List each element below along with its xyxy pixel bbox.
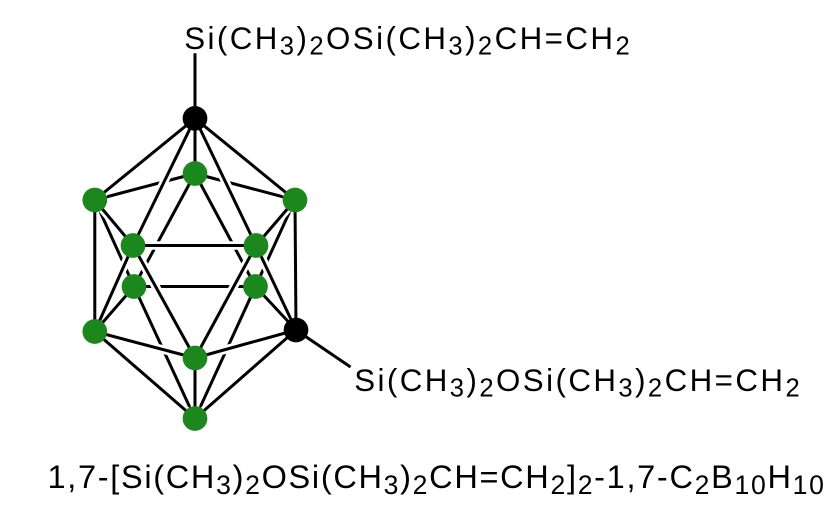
svg-text:Si(CH3)2OSi(CH3)2CH=CH2: Si(CH3)2OSi(CH3)2CH=CH2 — [354, 363, 802, 403]
svg-text:Si(CH3)2OSi(CH3)2CH=CH2: Si(CH3)2OSi(CH3)2CH=CH2 — [184, 21, 632, 61]
svg-text:1,7-[Si(CH3)2OSi(CH3)2CH=CH2]2: 1,7-[Si(CH3)2OSi(CH3)2CH=CH2]2-1,7-C2B10… — [48, 459, 826, 500]
